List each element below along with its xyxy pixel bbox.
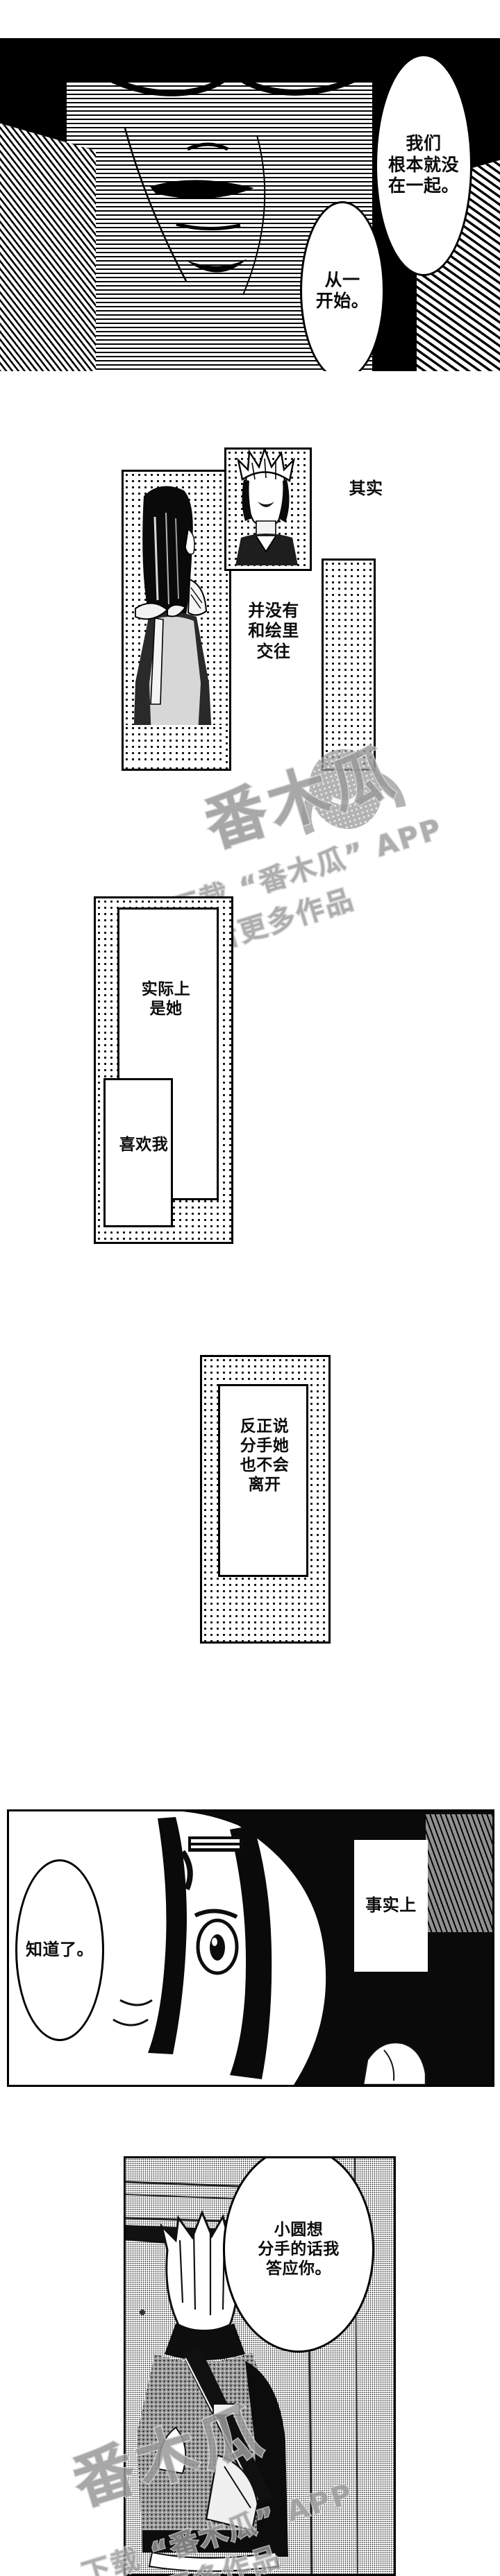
caption-shijishang: 实际上 是她 <box>124 968 208 1030</box>
panel-2-floor <box>124 725 225 765</box>
panel-4 <box>200 1355 331 1644</box>
caption-bingmeiyou-text: 并没有 和绘里 交往 <box>248 601 299 661</box>
panel-2 <box>122 447 376 771</box>
panel-4-inner <box>218 1384 308 1577</box>
panel-2-boy-figure <box>226 449 308 567</box>
caption-shishishang-text: 事实上 <box>365 1895 417 1916</box>
glasses-icon <box>89 66 381 101</box>
panel-2-girl-figure <box>124 475 228 764</box>
speech-bubble-1-text: 我们 根本就没 在一起。 <box>388 133 459 196</box>
panel-5-corner-tone <box>426 1814 492 1932</box>
caption-fanzhengshuo-text: 反正说 分手她 也不会 离开 <box>240 1417 290 1494</box>
speech-bubble-1: 我们 根本就没 在一起。 <box>375 54 472 276</box>
panel-6: 小圆想 分手的话我 答应你。 <box>124 2156 396 2576</box>
panel-1-clothing-left <box>0 121 96 371</box>
panel-6-boy-back-figure <box>126 2206 317 2574</box>
speech-bubble-2-text: 从一 开始。 <box>315 269 369 312</box>
panel-1: 我们 根本就没 在一起。 从一 开始。 <box>0 38 500 371</box>
caption-qishi-text: 其实 <box>349 479 383 499</box>
speech-bubble-3-text: 知道了。 <box>26 1940 94 1960</box>
panel-5-hand <box>362 2032 430 2085</box>
panel-1-facial-features <box>104 121 368 343</box>
caption-xihuanwo: 喜欢我 <box>106 1124 182 1166</box>
panel-2-right-block <box>322 558 376 771</box>
panel-3-seam <box>119 1080 171 1198</box>
caption-fanzhengshuo: 反正说 分手她 也不会 离开 <box>224 1400 306 1511</box>
speech-bubble-3: 知道了。 <box>15 1859 104 2041</box>
speech-bubble-4: 小圆想 分手的话我 答应你。 <box>223 2158 374 2353</box>
panel-3 <box>94 896 233 1244</box>
speech-bubble-4-text: 小圆想 分手的话我 答应你。 <box>258 2220 340 2278</box>
caption-qishi: 其实 <box>329 466 403 512</box>
caption-bingmeiyou: 并没有 和绘里 交往 <box>229 586 318 676</box>
caption-xihuanwo-text: 喜欢我 <box>119 1135 169 1154</box>
caption-shishishang: 事实上 <box>354 1840 428 1972</box>
speech-bubble-2: 从一 开始。 <box>300 201 385 371</box>
caption-shijishang-text: 实际上 是她 <box>141 980 191 1018</box>
